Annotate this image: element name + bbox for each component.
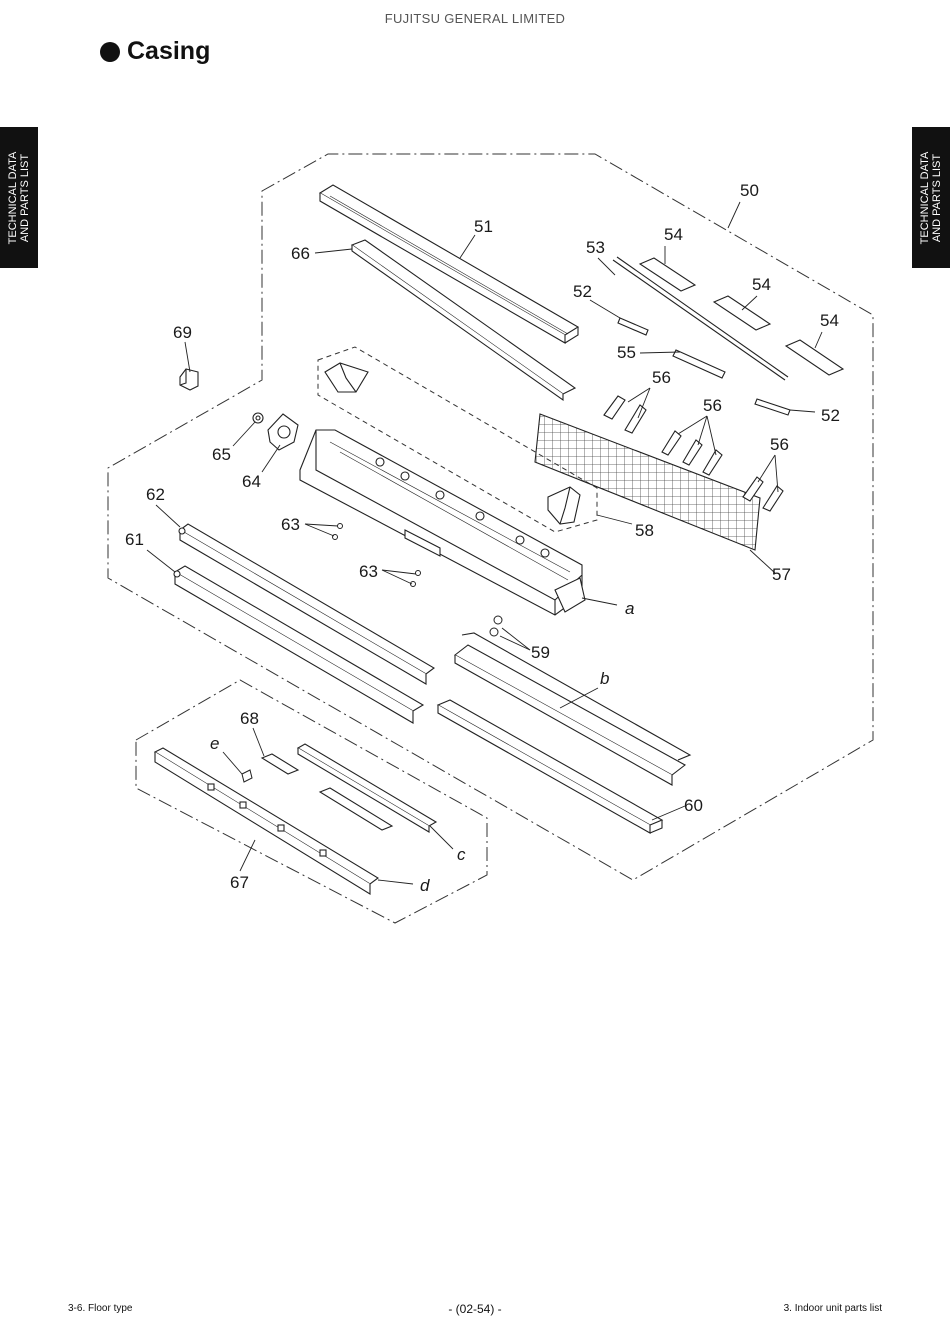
callout-63-b: 63	[359, 562, 378, 581]
assembly-boundary-67	[135, 679, 488, 924]
bullet-icon	[100, 41, 120, 62]
callout-51: 51	[474, 217, 493, 236]
callout-69: 69	[173, 323, 192, 342]
callout-labels: 50 51 53 54 54 54 52 55 56 56 56 52 57 5…	[125, 181, 840, 895]
leader-lines	[146, 201, 823, 885]
callout-59: 59	[531, 643, 550, 662]
part-66-strip	[350, 239, 577, 402]
callout-a: a	[625, 599, 634, 618]
callout-63-a: 63	[281, 515, 300, 534]
main-chassis	[299, 429, 586, 616]
part-c-frame	[296, 743, 438, 833]
callout-66: 66	[291, 244, 310, 263]
callout-64: 64	[242, 472, 261, 491]
part-60-bottom-rail	[436, 699, 664, 834]
callout-57: 57	[772, 565, 791, 584]
callout-54-a: 54	[664, 225, 683, 244]
part-e-clip	[241, 769, 253, 783]
footer-section: 3-6. Floor type	[68, 1303, 133, 1314]
screws-63-59	[332, 523, 503, 637]
callout-58: 58	[635, 521, 654, 540]
callout-55: 55	[617, 343, 636, 362]
footer-page-number: - (02-54) -	[448, 1302, 502, 1316]
group-boundary-58	[317, 346, 598, 533]
part-61-roller	[173, 565, 425, 724]
callout-c: c	[457, 845, 466, 864]
footer-chapter: 3. Indoor unit parts list	[783, 1303, 882, 1314]
callout-e: e	[210, 734, 219, 753]
company-header: FUJITSU GENERAL LIMITED	[384, 11, 566, 26]
part-52-links	[617, 317, 791, 416]
callout-67: 67	[230, 873, 249, 892]
callout-60: 60	[684, 796, 703, 815]
callout-52-a: 52	[573, 282, 592, 301]
callout-65: 65	[212, 445, 231, 464]
callout-56-b: 56	[703, 396, 722, 415]
part-b-front-cover	[453, 632, 692, 786]
callout-53: 53	[586, 238, 605, 257]
callout-50: 50	[740, 181, 759, 200]
part-64-motor-bracket	[267, 413, 299, 451]
section-title-text: Casing	[127, 37, 211, 65]
callout-56-a: 56	[652, 368, 671, 387]
callout-d: d	[420, 876, 430, 895]
section-title: Casing	[100, 37, 210, 66]
assembly-boundary-50	[107, 153, 874, 881]
part-51-top-panel	[318, 184, 580, 344]
part-62-roller	[178, 523, 435, 685]
part-57-grille	[534, 413, 761, 551]
callout-68: 68	[240, 709, 259, 728]
callout-61: 61	[125, 530, 144, 549]
part-58-end-caps	[324, 362, 581, 525]
part-68-pcb	[260, 753, 394, 831]
callout-62: 62	[146, 485, 165, 504]
part-53-55-louver-rod	[612, 256, 789, 381]
callout-52-b: 52	[821, 406, 840, 425]
part-65-bushing	[252, 412, 264, 424]
part-69-cap	[179, 368, 199, 391]
part-67-base-rail	[153, 747, 379, 895]
callout-56-c: 56	[770, 435, 789, 454]
callout-54-c: 54	[820, 311, 839, 330]
part-56-blades	[603, 395, 784, 512]
part-54-guides	[638, 257, 845, 376]
callout-54-b: 54	[752, 275, 771, 294]
callout-b: b	[600, 669, 609, 688]
